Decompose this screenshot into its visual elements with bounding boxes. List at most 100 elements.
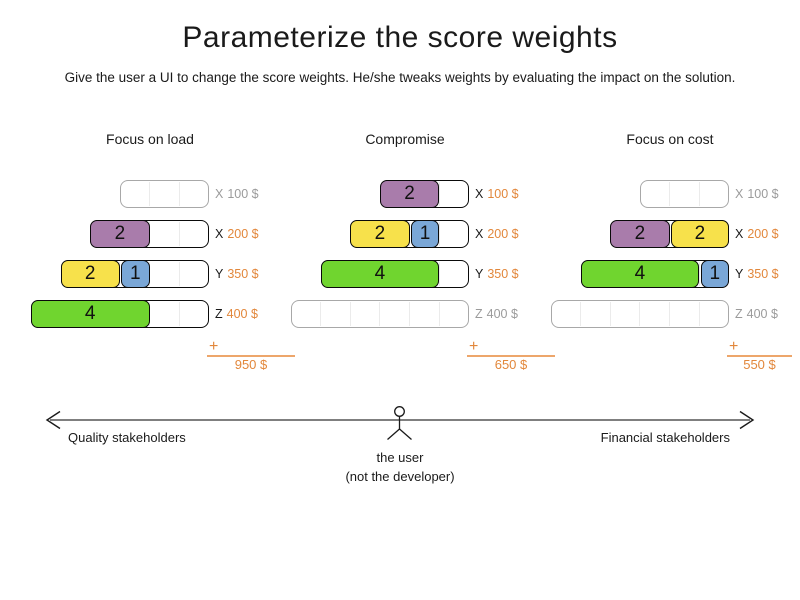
weight-block-blue: 1 [121,260,150,288]
unit-gridline [319,302,321,326]
sum-plus-sign: + [729,338,739,355]
row-label-letter: Z [735,307,743,321]
row-label-amount: 200 $ [227,227,259,241]
unit-gridline [149,182,151,206]
row-label-amount: 350 $ [747,267,779,281]
row-label-letter: X [735,187,744,201]
unit-gridline [669,302,671,326]
row-label-letter: Z [475,307,483,321]
unit-gridline [119,262,121,286]
row-label-amount: 400 $ [746,307,778,321]
column-header: Focus on load [106,131,194,147]
unit-gridline [438,262,440,286]
unit-gridline [579,302,581,326]
weight-block-blue: 1 [410,220,440,248]
weight-block-green: 4 [580,260,700,288]
unit-gridline [698,182,700,206]
row-label-letter: Y [475,267,484,281]
page-title: Parameterize the score weights [182,21,618,54]
row-label-letter: X [475,187,484,201]
sum-plus-sign: + [209,338,219,355]
user-stick-figure-icon [387,406,412,440]
sum-line [467,355,555,357]
row-label-letter: X [735,227,744,241]
financial-stakeholders-label: Financial stakeholders [600,430,730,445]
row-label-letter: X [215,187,224,201]
row-label-amount: 350 $ [487,267,519,281]
user-label-line1: the user [376,450,424,465]
unit-gridline [178,222,180,246]
row-label-amount: 200 $ [747,227,779,241]
unit-gridline [409,222,411,246]
row-label-amount: 100 $ [227,187,259,201]
weight-row-box [639,180,729,208]
weight-block-green: 4 [30,300,150,328]
unit-gridline [609,302,611,326]
weight-block-yellow: 2 [60,260,120,288]
unit-gridline [698,302,700,326]
unit-gridline [178,302,180,326]
unit-gridline [149,222,151,246]
row-label-amount: 350 $ [227,267,259,281]
sum-total: 650 $ [494,357,528,372]
sum-plus-sign: + [469,338,479,355]
row-label-letter: Y [735,267,744,281]
weight-row-box [550,300,729,328]
unit-gridline [149,302,151,326]
row-label-amount: 100 $ [487,187,519,201]
weight-block-purple: 2 [610,220,670,248]
weight-block-purple: 2 [90,220,150,248]
sum-line [207,355,295,357]
quality-stakeholders-label: Quality stakeholders [68,430,186,445]
weight-block-blue: 1 [700,260,729,288]
row-label-letter: X [215,227,224,241]
unit-gridline [178,262,180,286]
weight-block-yellow: 2 [350,220,410,248]
right-arrowhead-icon [739,410,755,430]
stakeholder-axis [45,406,755,440]
sum-total: 950 $ [234,357,268,372]
row-label-amount: 400 $ [486,307,518,321]
unit-gridline [438,302,440,326]
row-label-letter: Y [215,267,224,281]
subtitle: Give the user a UI to change the score w… [64,70,736,85]
column-header: Focus on cost [626,131,714,147]
weight-row-box [290,300,469,328]
unit-gridline [669,222,671,246]
weight-block-purple: 2 [379,180,440,208]
unit-gridline [438,222,440,246]
unit-gridline [349,302,351,326]
row-label-amount: 200 $ [487,227,519,241]
unit-gridline [149,262,151,286]
row-label-letter: Z [215,307,223,321]
sum-line [727,355,792,357]
weight-block-green: 4 [320,260,440,288]
unit-gridline [409,302,411,326]
left-arrowhead-icon [45,410,61,430]
column-header: Compromise [365,131,445,147]
unit-gridline [669,182,671,206]
row-label-letter: X [475,227,484,241]
unit-gridline [379,302,381,326]
weight-row-box [119,180,209,208]
weight-block-yellow: 2 [670,220,729,248]
sum-total: 550 $ [743,357,776,372]
unit-gridline [639,302,641,326]
row-label-amount: 400 $ [226,307,258,321]
unit-gridline [698,262,700,286]
unit-gridline [178,182,180,206]
unit-gridline [438,182,440,206]
